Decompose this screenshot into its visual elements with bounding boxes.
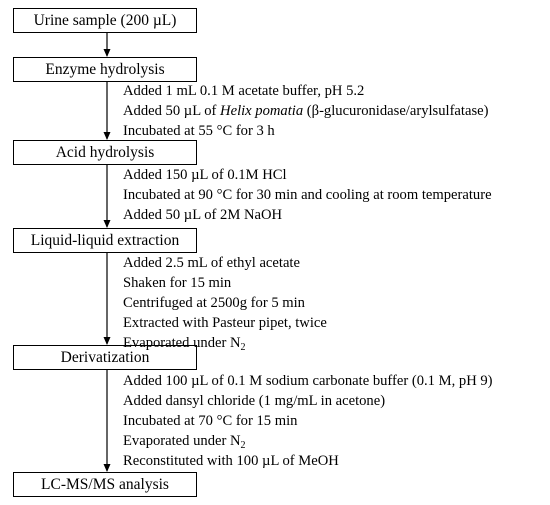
note-line: Added 150 µL of 0.1M HCl (123, 165, 492, 185)
note-text: Added 50 µL of 2M NaOH (123, 207, 283, 223)
note-text: Added 150 µL of 0.1M HCl (123, 167, 287, 183)
note-text: Reconstituted with 100 µL of MeOH (123, 453, 339, 469)
note-text: Incubated at 70 °C for 15 min (123, 413, 298, 429)
note-text: Evaporated under N (123, 433, 241, 449)
note-line: Added 50 µL of 2M NaOH (123, 205, 492, 225)
note-line: Added 50 µL of Helix pomatia (β-glucuron… (123, 101, 488, 121)
note-text: Added 100 µL of 0.1 M sodium carbonate b… (123, 373, 493, 389)
note-line: Added 2.5 mL of ethyl acetate (123, 253, 327, 273)
note-text: Extracted with Pasteur pipet, twice (123, 315, 327, 331)
note-text: Added 50 µL of (123, 103, 221, 119)
note-line: Added dansyl chloride (1 mg/mL in aceton… (123, 391, 493, 411)
note-text: Helix pomatia (220, 103, 304, 119)
note-line: Reconstituted with 100 µL of MeOH (123, 451, 493, 471)
note-line: Incubated at 55 °C for 3 h (123, 121, 488, 141)
step-label: LC-MS/MS analysis (41, 475, 169, 493)
step-label: Derivatization (60, 348, 150, 366)
step-label: Liquid-liquid extraction (30, 231, 180, 249)
note-text: Added 1 mL 0.1 M acetate buffer, pH 5.2 (123, 83, 365, 99)
note-line: Added 100 µL of 0.1 M sodium carbonate b… (123, 371, 493, 391)
step-box-lc-ms-analysis: LC-MS/MS analysis (13, 472, 197, 497)
step-label: Urine sample (200 µL) (33, 11, 177, 29)
note-line: Evaporated under N2 (123, 333, 327, 353)
step-label: Enzyme hydrolysis (45, 60, 165, 78)
note-text: Added 2.5 mL of ethyl acetate (123, 255, 300, 271)
step-box-liquid-liquid-extraction: Liquid-liquid extraction (13, 228, 197, 253)
note-text: 2 (240, 342, 246, 353)
notes-derivatization: Added 100 µL of 0.1 M sodium carbonate b… (123, 371, 493, 471)
step-label: Acid hydrolysis (55, 143, 155, 161)
note-text: Incubated at 55 °C for 3 h (123, 123, 275, 139)
note-text: 2 (240, 440, 246, 451)
note-text: Incubated at 90 °C for 30 min and coolin… (123, 187, 492, 203)
note-line: Incubated at 70 °C for 15 min (123, 411, 493, 431)
step-box-derivatization: Derivatization (13, 345, 197, 370)
note-line: Centrifuged at 2500g for 5 min (123, 293, 327, 313)
note-line: Evaporated under N2 (123, 431, 493, 451)
note-text: Shaken for 15 min (123, 275, 232, 291)
note-line: Incubated at 90 °C for 30 min and coolin… (123, 185, 492, 205)
step-box-enzyme-hydrolysis: Enzyme hydrolysis (13, 57, 197, 82)
note-line: Shaken for 15 min (123, 273, 327, 293)
note-text: Evaporated under N (123, 335, 241, 351)
note-line: Added 1 mL 0.1 M acetate buffer, pH 5.2 (123, 81, 488, 101)
step-box-acid-hydrolysis: Acid hydrolysis (13, 140, 197, 165)
note-text: Centrifuged at 2500g for 5 min (123, 295, 305, 311)
note-text: (β-glucuronidase/arylsulfatase) (303, 103, 489, 119)
step-box-urine-sample: Urine sample (200 µL) (13, 8, 197, 33)
note-text: Added dansyl chloride (1 mg/mL in aceton… (123, 393, 386, 409)
note-line: Extracted with Pasteur pipet, twice (123, 313, 327, 333)
